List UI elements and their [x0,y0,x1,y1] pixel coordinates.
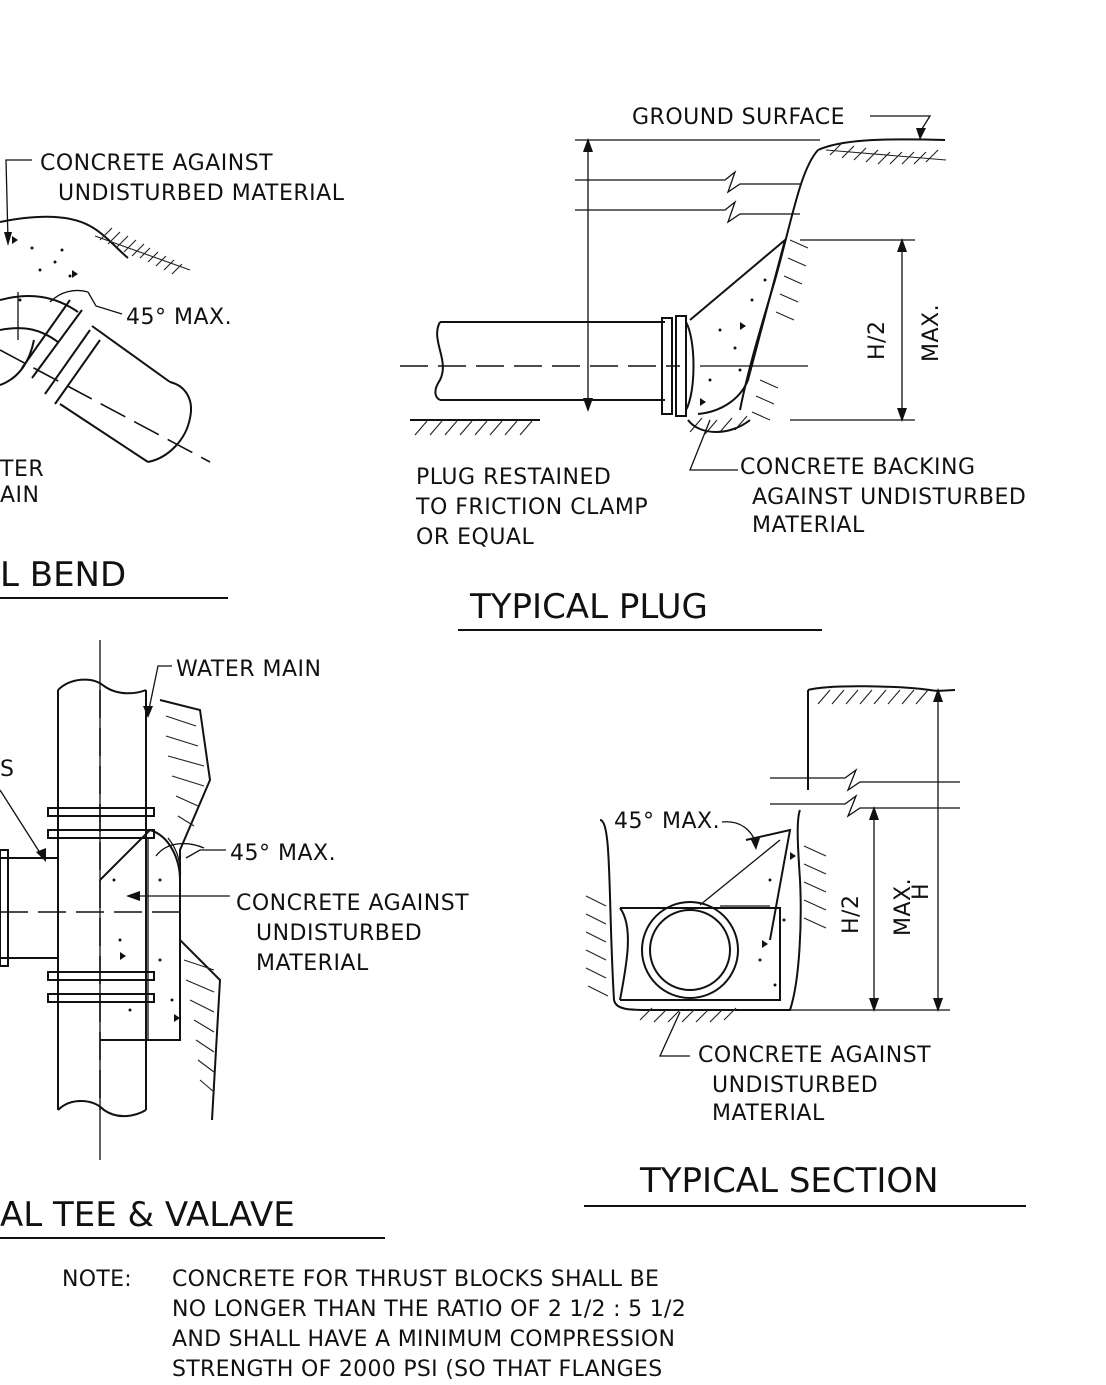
section-title: TYPICAL SECTION [639,1161,939,1201]
tee-concrete-label-3: MATERIAL [256,951,369,976]
plug-detail: GROUND SURFACE H/2 MAX. PLUG RESTAINED T… [400,105,1026,631]
section-concrete-label-1: CONCRETE AGAINST [698,1043,931,1068]
tee-concrete-label-2: UNDISTURBED [256,921,422,946]
note-line-2: NO LONGER THAN THE RATIO OF 2 1/2 : 5 1/… [172,1297,686,1322]
plug-label-2: TO FRICTION CLAMP [415,495,648,520]
bend-main-label-1: TER [0,457,44,482]
section-dim-h: H [909,883,934,900]
tee-concrete-label-1: CONCRETE AGAINST [236,891,469,916]
bend-angle-label: 45° MAX. [126,305,232,330]
bend-title: L BEND [0,555,126,595]
section-detail: 45° MAX. H/2 MAX. H CONCRETE AGAINST UND… [584,685,1026,1207]
bend-detail: CONCRETE AGAINST UNDISTURBED MATERIAL 45… [0,151,345,599]
tee-detail: WATER MAIN S 45° MAX. CONCRETE AGAINST U… [0,640,469,1239]
plug-backing-label-3: MATERIAL [752,513,865,538]
plug-backing-label-2: AGAINST UNDISTURBED [752,485,1026,510]
tee-s-label: S [0,757,14,782]
bend-main-label-2: AIN [0,483,40,508]
section-dim-max: MAX. [891,878,916,936]
tee-angle-label: 45° MAX. [230,841,336,866]
bend-concrete-label-2: UNDISTURBED MATERIAL [58,181,345,206]
note-line-3: AND SHALL HAVE A MINIMUM COMPRESSION [172,1327,675,1352]
note-heading: NOTE: [62,1267,132,1292]
section-concrete-label-3: MATERIAL [712,1101,825,1126]
plug-ground-label: GROUND SURFACE [632,105,845,130]
section-dim-h2: H/2 [839,895,864,934]
plug-label-3: OR EQUAL [416,525,534,550]
note-block: NOTE: CONCRETE FOR THRUST BLOCKS SHALL B… [62,1267,686,1382]
note-line-4: STRENGTH OF 2000 PSI (SO THAT FLANGES [172,1357,663,1382]
plug-backing-label-1: CONCRETE BACKING [740,455,976,480]
plug-label-1: PLUG RESTAINED [416,465,611,490]
section-concrete-label-2: UNDISTURBED [712,1073,878,1098]
note-line-1: CONCRETE FOR THRUST BLOCKS SHALL BE [172,1267,659,1292]
plug-dim-max: MAX. [919,304,944,362]
plug-dim-h2: H/2 [865,321,890,360]
tee-title: AL TEE & VALAVE [0,1195,295,1235]
tee-main-label: WATER MAIN [176,657,322,682]
section-angle-label: 45° MAX. [614,809,720,834]
plug-title: TYPICAL PLUG [469,587,708,627]
bend-concrete-label-1: CONCRETE AGAINST [40,151,273,176]
